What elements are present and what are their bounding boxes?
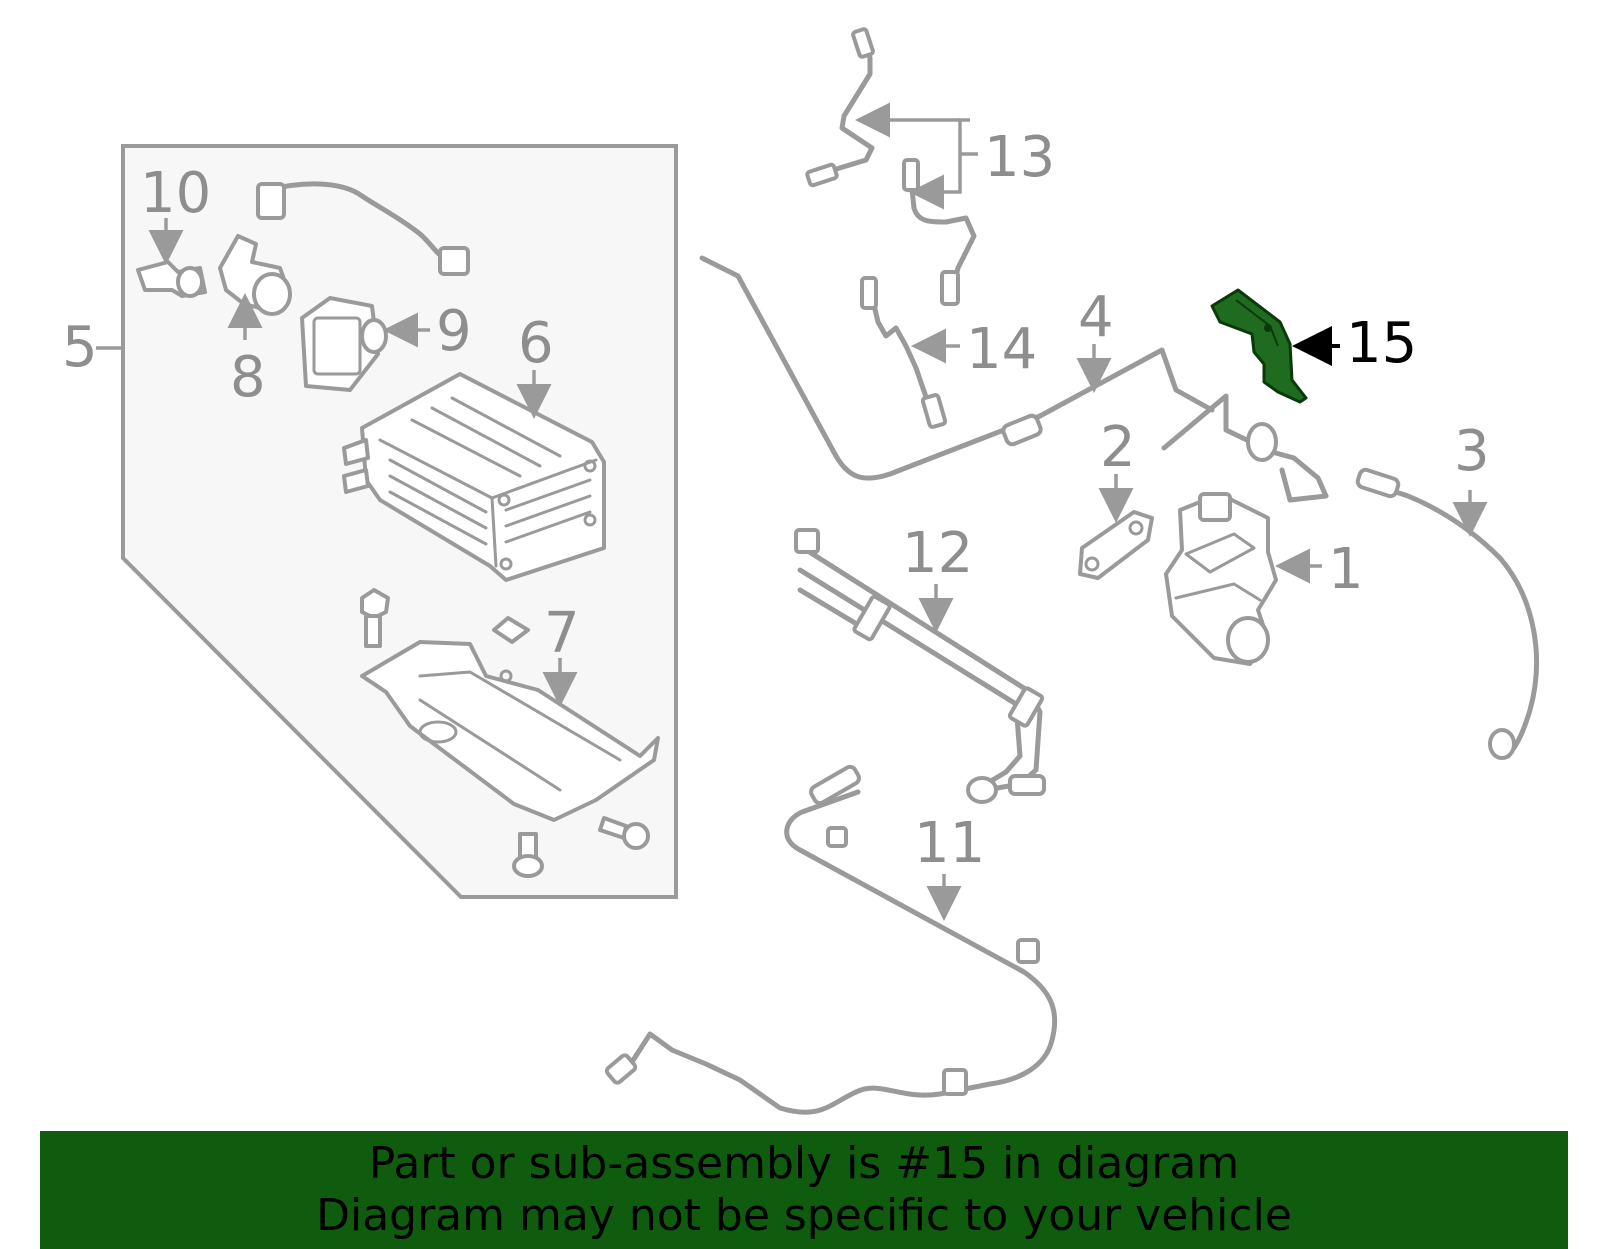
callout-3: 3: [1454, 419, 1490, 484]
banner-line-1: Part or sub-assembly is #15 in diagram: [368, 1138, 1240, 1189]
part-11-long-hose[interactable]: [604, 764, 1058, 1115]
leader-13: [918, 118, 970, 194]
part-harness[interactable]: [265, 181, 455, 265]
bolt-upper: [360, 588, 390, 648]
callout-7: 7: [544, 601, 580, 666]
callout-14: 14: [966, 317, 1037, 382]
part-13-tubes[interactable]: [805, 27, 977, 306]
callout-10: 10: [140, 161, 211, 226]
part-15-highlighted-bracket[interactable]: [1210, 288, 1308, 404]
part-14-tube[interactable]: [860, 276, 948, 429]
callout-15: 15: [1346, 311, 1417, 376]
notice-banner: Part or sub-assembly is #15 in diagram D…: [40, 1131, 1568, 1249]
tube-branch: [1161, 393, 1329, 503]
tube-coupler-b: [1246, 422, 1278, 462]
part-3-hose[interactable]: [1355, 467, 1539, 760]
callout-5: 5: [62, 315, 98, 380]
part-7-canister-bracket[interactable]: [360, 640, 660, 822]
clip: [492, 616, 530, 644]
part-1-purge-valve[interactable]: [1164, 492, 1278, 666]
callout-6: 6: [518, 311, 554, 376]
callout-12: 12: [902, 521, 973, 586]
callout-8: 8: [230, 345, 266, 410]
tube-coupler-a: [1001, 413, 1043, 447]
part-4-vapor-tube[interactable]: [699, 255, 1215, 481]
harness-connector-left: [256, 182, 286, 220]
callout-11: 11: [914, 811, 985, 876]
part-9-filter[interactable]: [300, 296, 388, 392]
part-12-tube-bundle[interactable]: [794, 528, 1046, 804]
callout-13: 13: [984, 125, 1055, 190]
part-2-gasket[interactable]: [1078, 510, 1154, 580]
part-10-elbow-connector[interactable]: [136, 260, 207, 298]
harness-connector-right: [438, 246, 470, 276]
callout-4: 4: [1078, 285, 1114, 350]
banner-line-2: Diagram may not be specific to your vehi…: [316, 1190, 1292, 1241]
bolt-side: [598, 816, 650, 850]
callout-2: 2: [1100, 415, 1136, 480]
callout-9: 9: [436, 299, 472, 364]
bolt-lower: [512, 832, 544, 878]
callout-1: 1: [1328, 537, 1364, 602]
